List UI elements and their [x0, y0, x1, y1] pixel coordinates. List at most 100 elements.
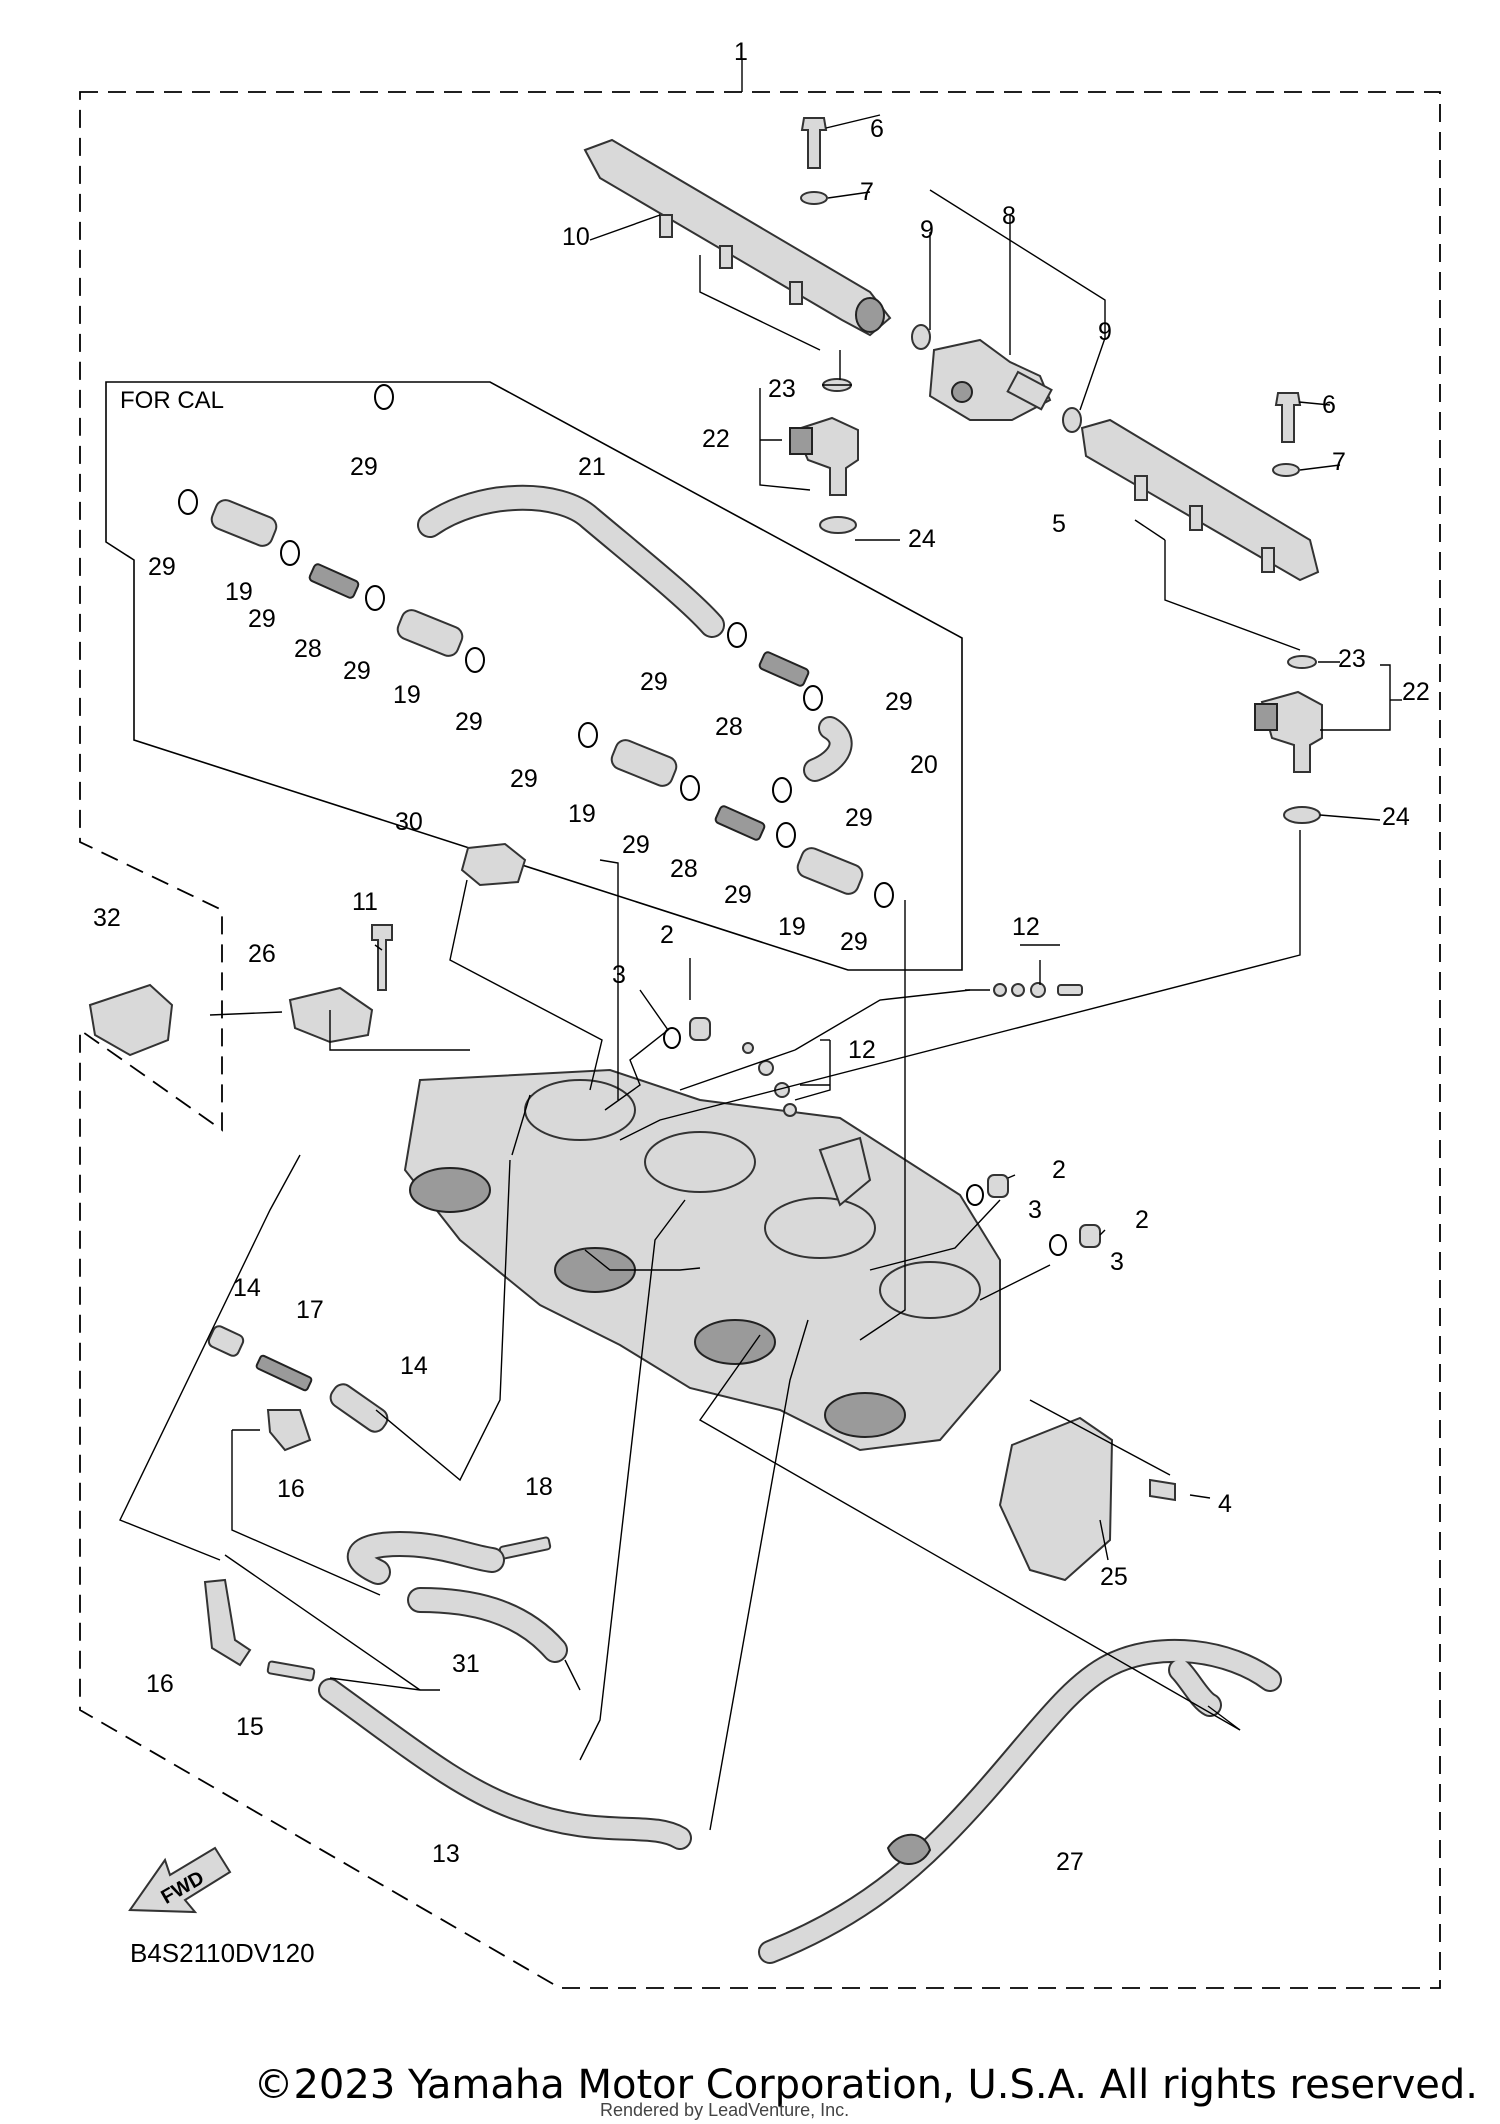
callout: 19 [393, 681, 421, 709]
cal-fitting-28-a [308, 563, 360, 599]
cal-hose-21 [417, 484, 725, 638]
cal-hose-19-c [610, 739, 678, 787]
callout: 23 [1338, 645, 1366, 673]
callout: 17 [296, 1296, 324, 1324]
callout: 8 [1002, 202, 1016, 230]
injector-upper [789, 378, 859, 534]
callout: 23 [768, 375, 796, 403]
callout: 29 [640, 668, 668, 696]
callout: 7 [860, 178, 874, 206]
callout: 29 [510, 765, 538, 793]
callout: 16 [277, 1475, 305, 1503]
callout: 2 [660, 921, 674, 949]
callout: 11 [352, 888, 378, 916]
callout: 31 [452, 1650, 480, 1678]
callout: 2 [1135, 1206, 1149, 1234]
hose-31 [347, 1531, 568, 1663]
callout: 3 [612, 961, 626, 989]
callout: 29 [840, 928, 868, 956]
throttle-position-sensor [998, 1416, 1114, 1582]
callout: 28 [670, 855, 698, 883]
for-cal-box [105, 381, 963, 971]
cal-clamps [178, 384, 894, 908]
o-ring-right [1062, 407, 1082, 433]
callout: 29 [622, 831, 650, 859]
callout: 19 [568, 800, 596, 828]
callout: 19 [778, 913, 806, 941]
callout: 2 [1052, 1156, 1066, 1184]
callout: 10 [562, 223, 590, 251]
leader-lines [119, 60, 1402, 1831]
callout: 32 [93, 904, 121, 932]
fwd-arrow: FWD [128, 1846, 232, 1914]
parts-12 [742, 982, 1083, 1117]
clamp-3-b [966, 1184, 984, 1206]
bolt-upper [800, 117, 828, 169]
callout: 5 [1052, 510, 1066, 538]
cover-32 [88, 983, 174, 1057]
callout: 12 [848, 1036, 876, 1064]
elbow-16-a [266, 1409, 312, 1452]
callout: 22 [1402, 678, 1430, 706]
callout: 30 [395, 808, 423, 836]
callout: 29 [845, 804, 873, 832]
bolt-lower [1274, 392, 1302, 443]
assembly-boundary [79, 91, 1441, 1989]
throttle-body-assembly [403, 1068, 1001, 1452]
copyright-notice: ©2023 Yamaha Motor Corporation, U.S.A. A… [0, 2062, 1500, 2108]
fitting-15 [266, 1660, 316, 1682]
callout: 1 [734, 38, 748, 66]
callout: 19 [225, 578, 253, 606]
pressure-regulator [928, 338, 1053, 421]
callout: 14 [233, 1274, 261, 1302]
clamp-3-c [1049, 1234, 1067, 1256]
callout: 24 [908, 525, 936, 553]
callout: 29 [343, 657, 371, 685]
cap-2-c [1079, 1224, 1101, 1248]
callout: 29 [248, 605, 276, 633]
callout: 24 [1382, 803, 1410, 831]
copyright-text: ©2023 Yamaha Motor Corporation, U.S.A. A… [253, 2062, 1478, 2108]
callout: 6 [870, 115, 884, 143]
callout: 20 [910, 751, 938, 779]
callout: 22 [702, 425, 730, 453]
callout: 4 [1218, 1490, 1232, 1518]
cal-hose-19-a [210, 499, 278, 547]
hose-14-b [329, 1383, 389, 1433]
washer-upper [800, 191, 828, 205]
diagram-code: B4S2110DV120 [130, 1938, 315, 1968]
callout: 29 [350, 453, 378, 481]
cap-2-b [987, 1174, 1009, 1198]
elbow-16-b [203, 1578, 252, 1667]
hose-14-a [207, 1325, 245, 1357]
screw-4 [1149, 1478, 1176, 1502]
cal-hose-20 [803, 716, 853, 782]
cal-hose-19-b [396, 609, 464, 657]
sensor-26 [288, 986, 374, 1044]
callout: 13 [432, 1840, 460, 1868]
callout: 15 [236, 1713, 264, 1741]
callout: 29 [148, 553, 176, 581]
callout: 27 [1056, 1848, 1084, 1876]
callout: 29 [455, 708, 483, 736]
callout: 9 [920, 216, 934, 244]
callout: 3 [1110, 1248, 1124, 1276]
hose-13 [318, 1678, 692, 1850]
filter-17 [255, 1354, 313, 1392]
callout: 9 [1098, 318, 1112, 346]
cal-hose-19-d [796, 847, 864, 895]
o-ring-left [911, 324, 931, 350]
sensor-30 [460, 842, 527, 887]
callout: 12 [1012, 913, 1040, 941]
callout: 29 [885, 688, 913, 716]
callout: 21 [578, 453, 606, 481]
callout: 29 [724, 881, 752, 909]
callout: 26 [248, 940, 276, 968]
fuel-rail-lower [1080, 418, 1320, 582]
callout: 28 [715, 713, 743, 741]
clamp-3-a [663, 1027, 681, 1049]
callout-numbers: 1 2 2 2 3 3 3 4 5 6 6 7 7 8 9 9 10 11 12… [93, 38, 1430, 1876]
callout: 18 [525, 1473, 553, 1501]
callout: 14 [400, 1352, 428, 1380]
